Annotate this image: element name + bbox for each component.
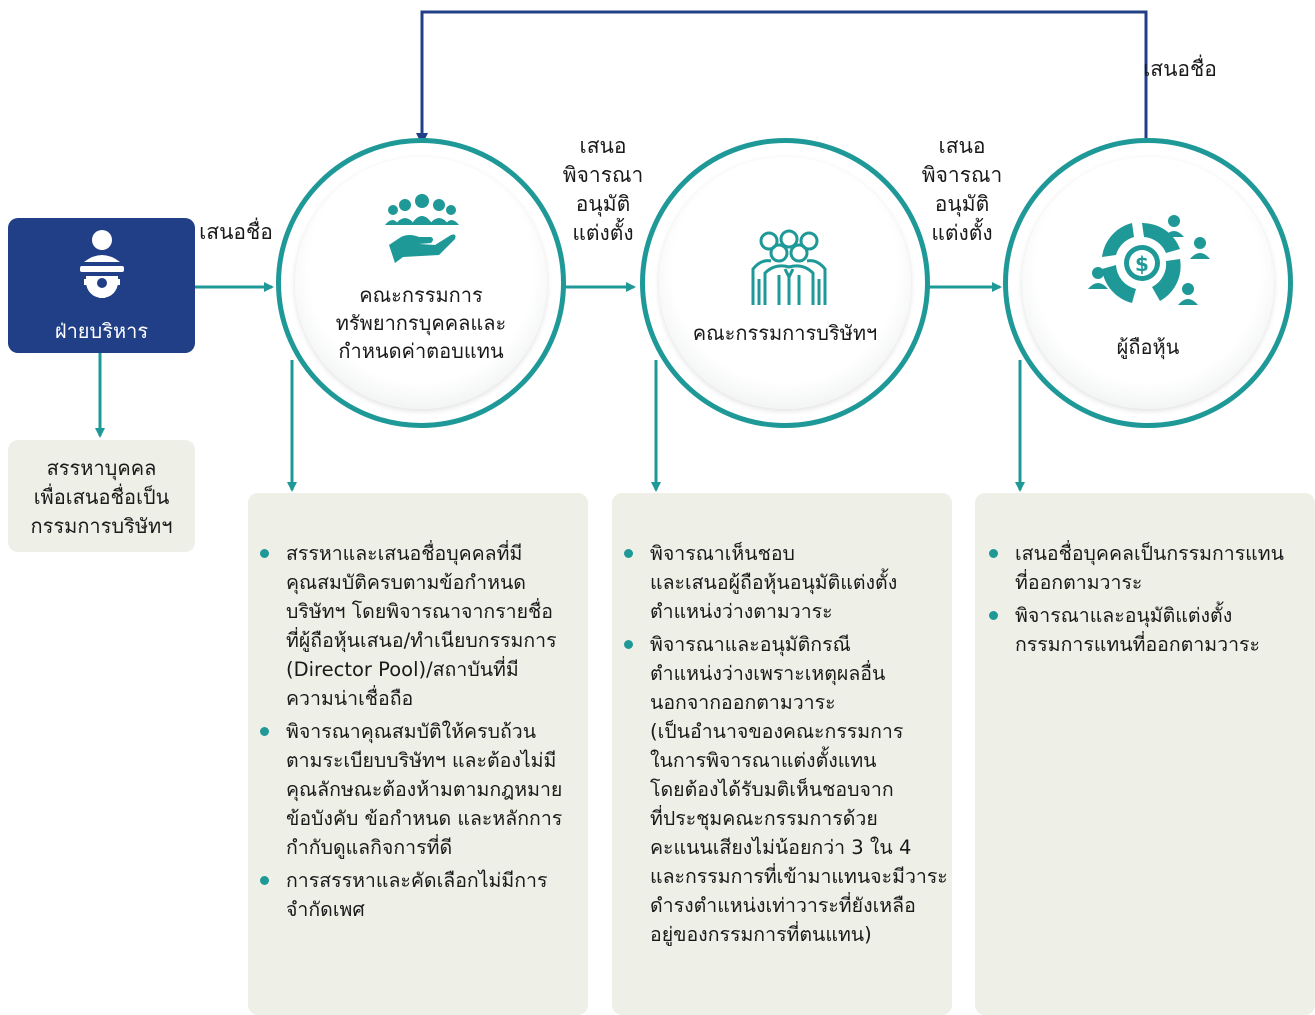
return-arrow (416, 10, 1148, 160)
panel-nomination-committee: สรรหาและเสนอชื่อบุคคลที่มี คุณสมบัติครบต… (248, 493, 588, 1015)
admin-title: ฝ่ายบริหาร (54, 319, 149, 343)
list-item: พิจารณาและอนุมัติกรณี ตำแหน่งว่างเพราะเห… (620, 630, 948, 949)
list-item: การสรรหาและคัดเลือกไม่มีการ จำกัดเพศ (256, 866, 562, 924)
panel-shareholders: เสนอชื่อบุคคลเป็นกรรมการแทน ที่ออกตามวาร… (975, 493, 1315, 1015)
label-return-nominate: เสนอชื่อ (1143, 57, 1217, 81)
list-item: สรรหาและเสนอชื่อบุคคลที่มี คุณสมบัติครบต… (256, 539, 562, 713)
bullet-icon (624, 549, 633, 558)
admin-sub-box: สรรหาบุคคล เพื่อเสนอชื่อเป็น กรรมการบริษ… (8, 440, 195, 552)
shareholders-dollar-icon: $ (1088, 215, 1210, 305)
circle-shareholders: $ ผู้ถือหุ้น (1003, 138, 1293, 428)
label-admin-nominate: เสนอชื่อ (199, 220, 273, 244)
list-item: พิจารณาคุณสมบัติให้ครบถ้วน ตามระเบียบบริ… (256, 717, 562, 862)
list-item: พิจารณาเห็นชอบ และเสนอผู้ถือหุ้นอนุมัติแ… (620, 539, 948, 626)
list-item: พิจารณาและอนุมัติแต่งตั้ง กรรมการแทนที่อ… (985, 601, 1284, 659)
bullet-icon (989, 549, 998, 558)
manager-gear-icon (80, 230, 124, 298)
circle-nomination-committee-title: คณะกรรมการ ทรัพยากรบุคคลและ กำหนดค่าตอบแ… (335, 283, 507, 363)
label-board-to-shareholders: เสนอ พิจารณา อนุมัติ แต่งตั้ง (921, 134, 1003, 245)
bullet-icon (260, 549, 269, 558)
bullet-icon (989, 611, 998, 620)
panel-board: พิจารณาเห็นชอบ และเสนอผู้ถือหุ้นอนุมัติแ… (612, 493, 952, 1015)
bullet-icon (624, 640, 633, 649)
admin-box: ฝ่ายบริหาร (8, 218, 195, 353)
circle-board: คณะกรรมการบริษัทฯ (640, 138, 930, 428)
list-item: เสนอชื่อบุคคลเป็นกรรมการแทน ที่ออกตามวาร… (985, 539, 1284, 597)
svg-text:$: $ (1135, 252, 1149, 276)
business-group-icon (751, 229, 827, 305)
label-committee-to-board: เสนอ พิจารณา อนุมัติ แต่งตั้ง (562, 134, 644, 245)
circle-board-title: คณะกรรมการบริษัทฯ (692, 321, 878, 345)
circle-shareholders-title: ผู้ถือหุ้น (1116, 335, 1180, 359)
people-hand-icon (385, 194, 459, 263)
bullet-icon (260, 876, 269, 885)
bullet-icon (260, 727, 269, 736)
circle-nomination-committee: คณะกรรมการ ทรัพยากรบุคคลและ กำหนดค่าตอบแ… (276, 138, 566, 428)
